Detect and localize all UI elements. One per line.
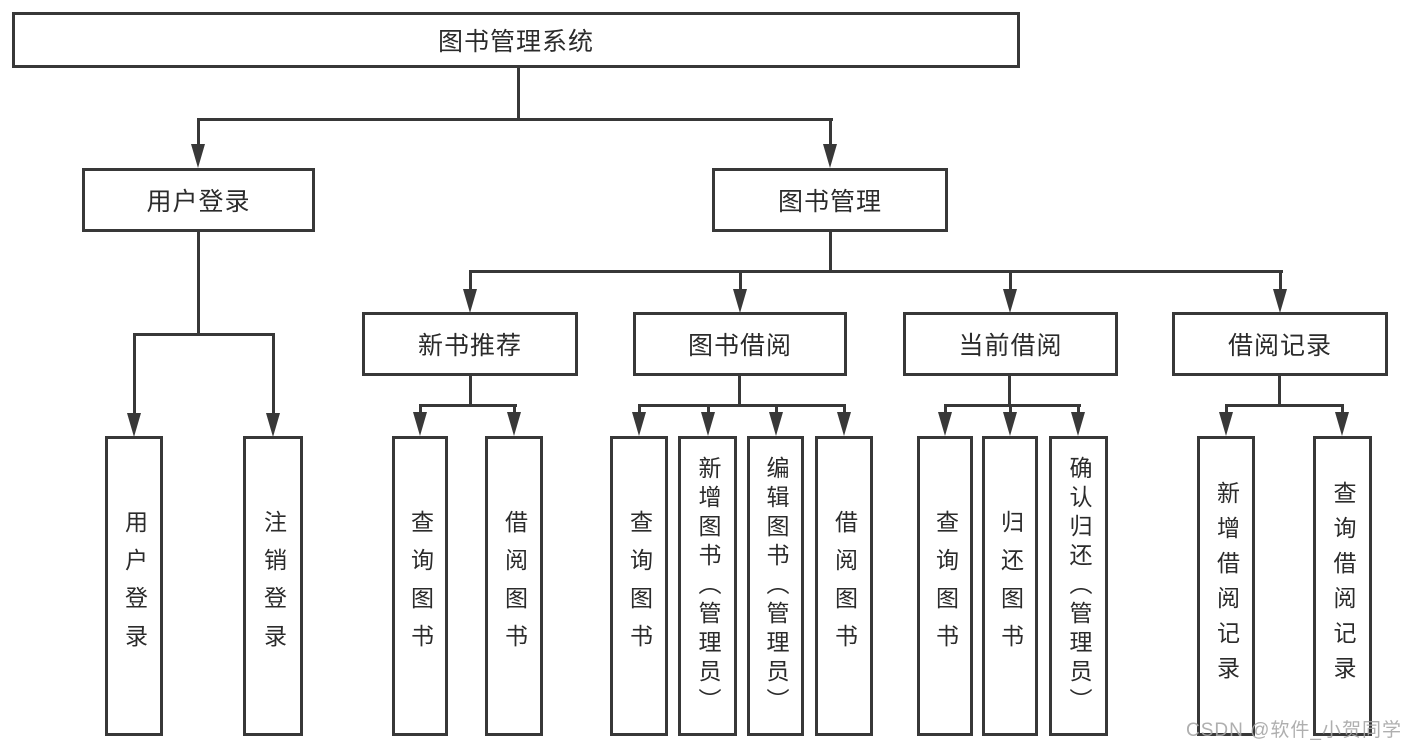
node-leaf-borrow-book-recommend: 借阅图书 xyxy=(485,436,543,736)
arrowhead-down-icon xyxy=(823,144,837,168)
node-new-book-recommend: 新书推荐 xyxy=(362,312,578,376)
leaf-label: 编辑图书（管理员） xyxy=(763,455,789,717)
connector-borrow-records-rail xyxy=(1225,404,1344,407)
connector-level3-drop xyxy=(1279,273,1282,293)
leaf-label: 查询借阅记录 xyxy=(1330,481,1356,691)
connector-level2-rail xyxy=(197,118,833,121)
connector-user-login-stem xyxy=(197,232,200,336)
leaf-label: 新增借阅记录 xyxy=(1213,481,1240,691)
connector-leaf-drop xyxy=(1077,407,1080,413)
connector-new-book-stem xyxy=(469,376,472,406)
arrowhead-down-icon xyxy=(938,412,952,436)
node-leaf-query-borrow-record: 查询借阅记录 xyxy=(1313,436,1372,736)
node-root: 图书管理系统 xyxy=(12,12,1020,68)
leaf-label: 借阅图书 xyxy=(501,510,528,662)
node-leaf-query-book-borrow: 查询图书 xyxy=(610,436,668,736)
connector-leaf-drop xyxy=(1009,407,1012,413)
connector-leaf-drop xyxy=(1225,407,1228,413)
connector-leaf-drop xyxy=(1341,407,1344,413)
connector-root-stem xyxy=(517,68,520,121)
arrowhead-down-icon xyxy=(191,144,205,168)
arrowhead-down-icon xyxy=(1003,289,1017,313)
arrowhead-down-icon xyxy=(701,412,715,436)
connector-leaf-drop xyxy=(775,407,778,413)
arrowhead-down-icon xyxy=(266,413,280,437)
connector-user-login-rail xyxy=(133,333,275,336)
leaf-label: 查询图书 xyxy=(626,510,653,662)
arrowhead-down-icon xyxy=(127,413,141,437)
arrowhead-down-icon xyxy=(1335,412,1349,436)
connector-level3-drop xyxy=(1009,273,1012,293)
leaf-label: 确认归还（管理员） xyxy=(1066,455,1092,717)
connector-leaf-drop xyxy=(638,407,641,413)
connector-borrow-records-stem xyxy=(1278,376,1281,406)
node-leaf-return-book: 归还图书 xyxy=(982,436,1038,736)
connector-new-book-rail xyxy=(419,404,517,407)
leaf-label: 注销登录 xyxy=(260,510,287,662)
arrowhead-down-icon xyxy=(463,289,477,313)
arrowhead-down-icon xyxy=(1273,289,1287,313)
node-leaf-logout: 注销登录 xyxy=(243,436,303,736)
node-leaf-confirm-return-admin: 确认归还（管理员） xyxy=(1049,436,1108,736)
node-book-management: 图书管理 xyxy=(712,168,948,232)
connector-leaf-drop xyxy=(419,407,422,413)
node-leaf-add-book-admin: 新增图书（管理员） xyxy=(678,436,737,736)
arrowhead-down-icon xyxy=(733,289,747,313)
arrowhead-down-icon xyxy=(413,412,427,436)
node-leaf-query-book-recommend: 查询图书 xyxy=(392,436,448,736)
node-leaf-query-book-current: 查询图书 xyxy=(917,436,973,736)
connector-leaf-drop xyxy=(513,407,516,413)
node-book-borrow: 图书借阅 xyxy=(633,312,847,376)
node-leaf-user-login: 用户登录 xyxy=(105,436,163,736)
connector-leaf-drop xyxy=(707,407,710,413)
connector-leaf-drop xyxy=(133,336,136,414)
connector-current-borrow-rail xyxy=(944,404,1081,407)
connector-user-login-drop xyxy=(197,121,200,147)
arrowhead-down-icon xyxy=(769,412,783,436)
connector-leaf-drop xyxy=(944,407,947,413)
connector-book-mgmt-drop xyxy=(829,121,832,147)
csdn-watermark: CSDN @软件_小贺同学 xyxy=(1186,720,1402,741)
leaf-label: 查询图书 xyxy=(932,510,959,662)
node-leaf-add-borrow-record: 新增借阅记录 xyxy=(1197,436,1255,736)
connector-book-borrow-rail xyxy=(638,404,846,407)
arrowhead-down-icon xyxy=(507,412,521,436)
leaf-label: 查询图书 xyxy=(407,510,434,662)
arrowhead-down-icon xyxy=(632,412,646,436)
arrowhead-down-icon xyxy=(1071,412,1085,436)
connector-leaf-drop xyxy=(843,407,846,413)
connector-level3-drop xyxy=(469,273,472,293)
connector-book-borrow-stem xyxy=(738,376,741,406)
arrowhead-down-icon xyxy=(1003,412,1017,436)
connector-level3-drop xyxy=(739,273,742,293)
connector-current-borrow-stem xyxy=(1008,376,1011,406)
connector-leaf-drop xyxy=(272,336,275,414)
node-leaf-edit-book-admin: 编辑图书（管理员） xyxy=(747,436,804,736)
leaf-label: 新增图书（管理员） xyxy=(695,455,721,717)
node-current-borrow: 当前借阅 xyxy=(903,312,1118,376)
leaf-label: 归还图书 xyxy=(997,510,1024,662)
connector-level3-rail xyxy=(469,270,1283,273)
node-leaf-borrow-book: 借阅图书 xyxy=(815,436,873,736)
connector-book-mgmt-stem xyxy=(829,232,832,273)
arrowhead-down-icon xyxy=(1219,412,1233,436)
leaf-label: 用户登录 xyxy=(121,510,148,662)
node-user-login: 用户登录 xyxy=(82,168,315,232)
leaf-label: 借阅图书 xyxy=(831,510,858,662)
arrowhead-down-icon xyxy=(837,412,851,436)
node-borrow-records: 借阅记录 xyxy=(1172,312,1388,376)
